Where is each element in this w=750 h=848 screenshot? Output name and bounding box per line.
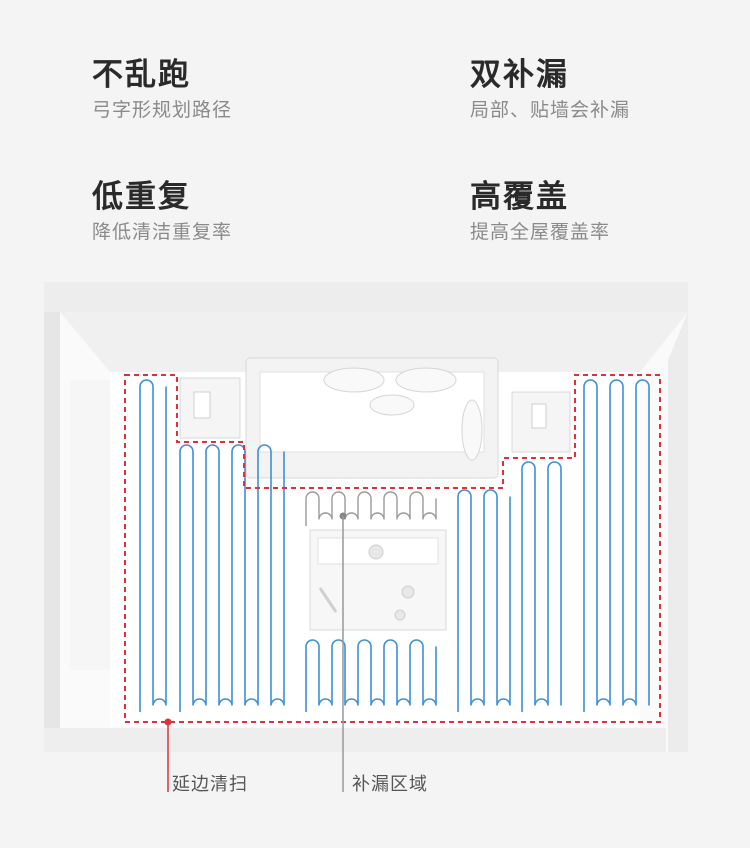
feature-title: 高覆盖 — [470, 179, 569, 215]
path-center-bottom — [305, 639, 437, 712]
path-right-mid — [521, 461, 562, 712]
room-top-wall — [44, 282, 688, 312]
path-right-block — [457, 489, 511, 712]
room-right-wall — [668, 312, 688, 752]
feature-subtitle: 降低清洁重复率 — [92, 221, 233, 243]
feature-subtitle: 提高全屋覆盖率 — [470, 221, 611, 243]
side-table-right — [511, 391, 571, 453]
feature-title: 双补漏 — [470, 57, 569, 93]
legend-edge-callout — [164, 718, 172, 792]
feature-subtitle: 局部、贴墙会补漏 — [470, 99, 631, 121]
feature-title: 低重复 — [92, 179, 191, 215]
room-back-wall — [60, 312, 688, 372]
feature-low-repeat: 低重复 降低清洁重复率 — [92, 178, 232, 246]
legend-fill-callout — [339, 512, 347, 792]
cleaning-paths — [139, 379, 650, 712]
edge-cleaning-boundary — [124, 374, 661, 723]
feature-title: 不乱跑 — [92, 57, 191, 93]
path-left-block — [179, 444, 285, 712]
coffee-table — [309, 529, 447, 631]
room-left-wall — [44, 312, 60, 752]
feature-no-wandering: 不乱跑 弓字形规划路径 — [92, 56, 232, 124]
path-right-column — [583, 379, 650, 712]
path-left-column — [139, 379, 167, 712]
legend-edge-cleaning: 延边清扫 — [172, 774, 248, 795]
legend-fill-area: 补漏区域 — [352, 774, 428, 795]
side-table-left — [179, 377, 241, 439]
path-fill-area — [305, 491, 437, 526]
sofa — [245, 357, 499, 479]
feature-subtitle: 弓字形规划路径 — [92, 99, 233, 121]
feature-high-coverage: 高覆盖 提高全屋覆盖率 — [470, 178, 610, 246]
feature-double-fill: 双补漏 局部、贴墙会补漏 — [470, 56, 630, 124]
room-front-wall — [44, 728, 666, 752]
